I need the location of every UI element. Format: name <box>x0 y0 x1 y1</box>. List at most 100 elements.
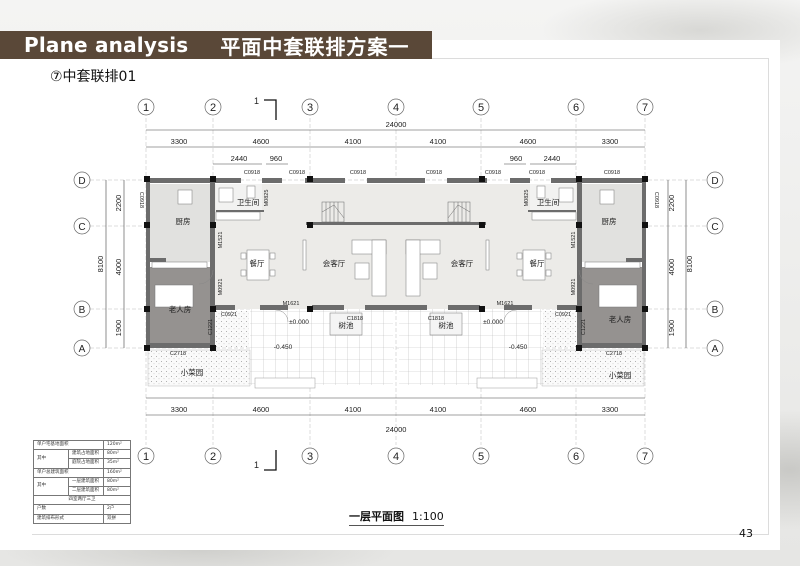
tag-c0921-left: C0921 <box>221 312 237 318</box>
axis-label-1: 1 <box>143 102 149 114</box>
table-cell-group: 其中 <box>33 476 69 497</box>
title-english: Plane analysis <box>24 33 189 57</box>
dim-bottom-4: 4100 <box>430 405 447 414</box>
tag-m1621-left: M1621 <box>283 301 300 307</box>
dim-right-2: 4000 <box>667 259 676 276</box>
tag-c0918-2: C0918 <box>289 170 305 176</box>
table-cell-value: 80m² <box>103 485 131 497</box>
tag-m1521-left: M1521 <box>218 232 224 249</box>
section-mark-label: 1 <box>254 96 259 106</box>
room-dining-left: 餐厅 <box>250 259 265 268</box>
drawing-caption: 一层平面图 1:100 <box>349 508 444 526</box>
dim-sub-right-2: 2440 <box>544 154 561 163</box>
dim-left-2: 4000 <box>114 259 123 276</box>
dim-total-top: 24000 <box>386 120 407 129</box>
dim-sub-left-1: 2440 <box>231 154 248 163</box>
tag-c1818-right: C1818 <box>428 316 444 322</box>
dim-right-1: 2200 <box>667 195 676 212</box>
table-cell-value: 35m² <box>103 458 131 469</box>
dim-left-total: 8100 <box>96 256 105 273</box>
dim-right-total: 8100 <box>685 256 694 273</box>
dim-top-2: 4600 <box>253 137 270 146</box>
level-yard-left: -0.450 <box>274 344 293 351</box>
tag-m0825-left: M0825 <box>264 190 270 207</box>
room-living-right: 会客厅 <box>451 258 474 268</box>
dim-left-3: 1900 <box>114 320 123 337</box>
axis-label-c-right: C <box>711 222 718 233</box>
dwelling-unit-left <box>144 176 396 389</box>
page-number: 43 <box>739 527 753 540</box>
axis-label-1-bottom: 1 <box>143 451 149 463</box>
axis-label-5-bottom: 5 <box>478 451 484 463</box>
table-cell-label: 四室两厅三卫 <box>33 495 131 506</box>
garden-right: 小菜园 <box>609 370 632 380</box>
axis-label-c: C <box>78 222 85 233</box>
table-cell-label: 建筑排布形式 <box>33 513 104 524</box>
tag-m1621-right: M1621 <box>497 301 514 307</box>
dim-top-6: 3300 <box>602 137 619 146</box>
table-row: 四室两厅三卫 <box>33 495 131 506</box>
axis-label-4: 4 <box>393 102 399 114</box>
dim-total-bottom: 24000 <box>386 425 407 434</box>
tag-c2718-right: C2718 <box>606 351 622 357</box>
title-chinese: 平面中套联排方案一 <box>220 34 410 59</box>
table-cell-label: 庭院占地面积 <box>68 458 104 469</box>
tag-c0918-7: C0918 <box>604 170 620 176</box>
dim-sub-left-2: 960 <box>270 154 283 163</box>
axis-label-3: 3 <box>307 102 313 114</box>
table-cell-value: 2户 <box>103 504 131 515</box>
dim-top-4: 4100 <box>430 137 447 146</box>
table-cell-value: 80m² <box>103 476 131 487</box>
table-cell-value: 双拼 <box>103 513 131 524</box>
axis-label-5: 5 <box>478 102 484 114</box>
tag-c1221-left: C1221 <box>208 319 214 335</box>
table-cell-value: 160m² <box>103 467 131 478</box>
dim-top-5: 4600 <box>520 137 537 146</box>
tag-c1818-left: C1818 <box>347 316 363 322</box>
axis-label-b: B <box>79 305 86 316</box>
tag-c0918-side-left: C0918 <box>138 192 144 208</box>
tag-c0918-6: C0918 <box>529 170 545 176</box>
dim-bottom-6: 3300 <box>602 405 619 414</box>
dim-top-1: 3300 <box>171 137 188 146</box>
tag-m1521-right: M1521 <box>571 232 577 249</box>
table-cell-group: 其中 <box>33 449 69 469</box>
tag-c1221-right: C1221 <box>581 319 587 335</box>
table-cell-label: 二层建筑面积 <box>68 485 104 497</box>
tree-pool-right: 树池 <box>439 320 454 330</box>
table-cell-label: 单户宅基地面积 <box>33 439 104 451</box>
tag-c0918-5: C0918 <box>485 170 501 176</box>
section-mark-label-bottom: 1 <box>254 460 259 470</box>
room-kitchen-left: 厨房 <box>176 216 191 226</box>
tag-c0918-1: C0918 <box>244 170 260 176</box>
dim-right-3: 1900 <box>667 320 676 337</box>
caption-scale: 1:100 <box>412 510 444 523</box>
tag-c0918-4: C0918 <box>426 170 442 176</box>
room-kitchen-right: 厨房 <box>602 216 617 226</box>
garden-left: 小菜园 <box>181 367 204 377</box>
dim-sub-right-1: 960 <box>510 154 523 163</box>
room-bathroom-left: 卫生间 <box>237 197 260 207</box>
caption-title: 一层平面图 <box>349 510 404 523</box>
dim-bottom-1: 3300 <box>171 405 188 414</box>
axis-label-3-bottom: 3 <box>307 451 313 463</box>
tree-pool-left: 树池 <box>339 320 354 330</box>
axis-label-d-right: D <box>711 176 718 187</box>
axis-label-7: 7 <box>642 102 648 114</box>
dim-top-3: 4100 <box>345 137 362 146</box>
dim-left-1: 2200 <box>114 195 123 212</box>
axis-label-6: 6 <box>573 102 579 114</box>
level-floor-right: ±0.000 <box>483 319 503 326</box>
room-bathroom-right: 卫生间 <box>537 197 560 207</box>
axis-label-6-bottom: 6 <box>573 451 579 463</box>
dim-bottom-5: 4600 <box>520 405 537 414</box>
room-elder-left: 老人房 <box>169 304 192 314</box>
plan-subtitle: ⑦中套联排01 <box>50 69 137 85</box>
table-cell-value: 120m² <box>103 439 131 451</box>
axis-label-d: D <box>78 176 85 187</box>
